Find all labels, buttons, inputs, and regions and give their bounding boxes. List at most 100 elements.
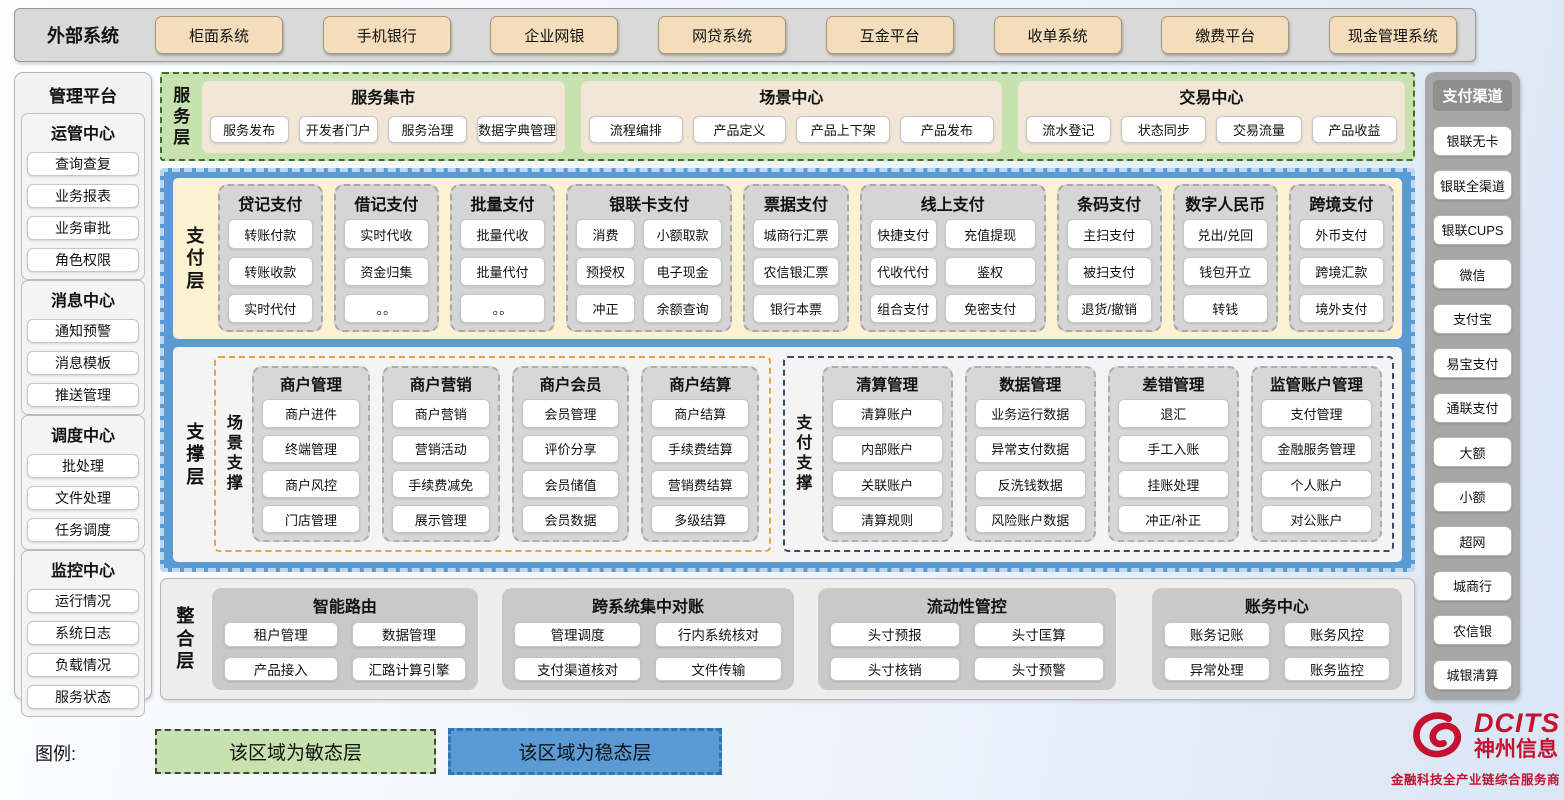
support-item-box: 商户风控: [262, 469, 360, 499]
payment-item-box: 冲正: [576, 294, 635, 324]
support-group-label: 场景支撑: [226, 415, 243, 493]
payment-item-box: 外币支付: [1298, 219, 1384, 249]
management-item-box: 查询查复: [27, 152, 139, 176]
support-column-title: 差错管理: [1142, 377, 1205, 395]
service-section-items: 流程编排产品定义产品上下架产品发布: [589, 112, 994, 147]
support-item-box: 手续费结算: [651, 434, 750, 463]
payment-column-items: 实时代收资金归集。。: [343, 219, 429, 324]
support-item-box: 对公账户: [1260, 505, 1372, 534]
payment-item-box: 充值提现: [944, 219, 1036, 249]
management-group-title: 调度中心: [50, 428, 115, 445]
service-layer: 服务层 服务集市服务发布开发者门户服务治理数据字典管理场景中心流程编排产品定义产…: [160, 72, 1415, 161]
support-item-box: 会员数据: [521, 505, 620, 534]
support-column-items: 商户营销营销活动手续费减免展示管理: [391, 399, 490, 534]
payment-column: 线上支付快捷支付充值提现代收代付鉴权组合支付免密支付: [859, 184, 1046, 333]
payment-item-box: 鉴权: [944, 256, 1036, 287]
payment-item-box: 农信银汇票: [753, 256, 839, 287]
payment-column-title: 批量支付: [470, 197, 535, 215]
payment-item-box: 被扫支付: [1066, 256, 1152, 287]
payment-column: 跨境支付外币支付跨境汇款境外支付: [1288, 184, 1394, 333]
management-item-box: 角色权限: [27, 248, 139, 272]
payment-column-title: 条码支付: [1077, 197, 1142, 215]
support-item-box: 内部账户: [831, 434, 943, 463]
management-item-box: 消息模板: [27, 351, 139, 375]
support-item-box: 终端管理: [262, 434, 360, 463]
service-item-box: 产品收益: [1311, 115, 1398, 143]
legend-label: 图例:: [35, 744, 77, 764]
management-item-box: 服务状态: [27, 685, 139, 709]
support-column-items: 业务运行数据异常支付数据反洗钱数据风险账户数据: [974, 399, 1086, 534]
service-item-box: 交易流量: [1216, 115, 1302, 143]
payment-channels-title: 支付渠道: [1433, 80, 1512, 111]
support-item-box: 金融服务管理: [1260, 434, 1372, 463]
management-platform-groups: 运管中心查询查复业务报表业务审批角色权限消息中心通知预警消息模板推送管理调度中心…: [21, 113, 145, 717]
integration-layer-sections: 智能路由租户管理数据管理产品接入汇路计算引擎跨系统集中对账管理调度行内系统核对支…: [211, 588, 1402, 690]
support-item-box: 手工入账: [1117, 434, 1229, 463]
service-section-title: 场景中心: [759, 89, 824, 107]
external-systems-bar: 外部系统 柜面系统手机银行企业网银网贷系统互金平台收单系统缴费平台现金管理系统: [14, 8, 1476, 62]
payment-item-box: 资金归集: [343, 256, 429, 287]
integration-section-title: 账务中心: [1244, 599, 1309, 616]
payment-column-title: 银联卡支付: [609, 197, 690, 215]
service-item-box: 流程编排: [589, 115, 683, 143]
payment-item-box: 快捷支付: [869, 219, 937, 249]
payment-item-box: 城商行汇票: [753, 219, 839, 249]
integration-section-items: 管理调度行内系统核对支付渠道核对文件传输: [514, 622, 782, 681]
payment-column: 数字人民币兑出/兑回钱包开立转钱: [1172, 184, 1278, 333]
payment-column-items: 批量代收批量代付。。: [459, 219, 546, 324]
support-item-box: 门店管理: [262, 505, 360, 534]
management-item-box: 文件处理: [27, 486, 139, 510]
support-item-box: 冲正/补正: [1117, 505, 1229, 534]
payment-channel-box: 支付宝: [1433, 303, 1512, 334]
integration-item-box: 头寸匡算: [973, 622, 1104, 647]
support-layer: 支撑层 场景支撑商户管理商户进件终端管理商户风控门店管理商户营销商户营销营销活动…: [173, 346, 1402, 562]
integration-section: 智能路由租户管理数据管理产品接入汇路计算引擎: [211, 588, 479, 690]
payment-item-box: 电子现金: [642, 256, 723, 287]
support-item-box: 清算规则: [831, 505, 943, 534]
integration-item-box: 账务监控: [1283, 656, 1390, 681]
management-group-title: 消息中心: [50, 293, 115, 310]
management-group: 调度中心批处理文件处理任务调度: [21, 415, 145, 550]
payment-column-title: 数字人民币: [1185, 197, 1266, 215]
payment-channel-box: 大额: [1433, 437, 1512, 468]
support-group-columns: 商户管理商户进件终端管理商户风控门店管理商户营销商户营销营销活动手续费减免展示管…: [252, 366, 760, 543]
payment-channel-box: 城商行: [1433, 570, 1512, 601]
support-column-title: 商户会员: [539, 377, 602, 395]
service-section-items: 流水登记状态同步交易流量产品收益: [1025, 112, 1398, 147]
payment-channel-box: 小额: [1433, 481, 1512, 512]
payment-item-box: 批量代付: [459, 256, 546, 287]
payment-column-items: 外币支付跨境汇款境外支付: [1298, 219, 1384, 324]
integration-section-title: 流动性管控: [926, 599, 1007, 616]
support-item-box: 会员储值: [521, 469, 620, 499]
support-column-items: 商户结算手续费结算营销费结算多级结算: [651, 399, 750, 534]
support-item-box: 退汇: [1117, 399, 1229, 428]
service-section-title: 交易中心: [1179, 89, 1244, 107]
management-platform-title: 管理平台: [49, 87, 117, 106]
external-system-box: 缴费平台: [1161, 16, 1290, 54]
payment-item-box: 实时代收: [343, 219, 429, 249]
integration-item-box: 头寸预警: [973, 656, 1104, 681]
payment-channel-box: 银联无卡: [1433, 125, 1512, 156]
support-column-items: 商户进件终端管理商户风控门店管理: [262, 399, 360, 534]
integration-layer: 整合层 智能路由租户管理数据管理产品接入汇路计算引擎跨系统集中对账管理调度行内系…: [160, 578, 1415, 700]
support-item-box: 多级结算: [651, 505, 750, 534]
support-item-box: 个人账户: [1260, 469, 1372, 499]
support-column-items: 清算账户内部账户关联账户清算规则: [831, 399, 943, 534]
support-column-title: 数据管理: [999, 377, 1062, 395]
integration-section-title: 智能路由: [312, 599, 377, 616]
logo-name: DCITS: [1474, 707, 1560, 738]
payment-layer-label: 支付层: [186, 225, 205, 291]
payment-item-box: 小额取款: [642, 219, 723, 249]
external-systems-list: 柜面系统手机银行企业网银网贷系统互金平台收单系统缴费平台现金管理系统: [155, 16, 1457, 54]
support-group-columns: 清算管理清算账户内部账户关联账户清算规则数据管理业务运行数据异常支付数据反洗钱数…: [821, 366, 1382, 543]
external-system-box: 互金平台: [825, 16, 954, 54]
management-item-box: 通知预警: [27, 319, 139, 343]
payment-channel-box: 通联支付: [1433, 392, 1512, 423]
support-item-box: 关联账户: [831, 469, 943, 499]
payment-column-title: 线上支付: [920, 197, 985, 215]
payment-item-box: 主扫支付: [1066, 219, 1152, 249]
payment-column-title: 票据支付: [764, 197, 829, 215]
management-item-box: 运行情况: [27, 589, 139, 613]
support-layer-label: 支撑层: [186, 421, 205, 487]
